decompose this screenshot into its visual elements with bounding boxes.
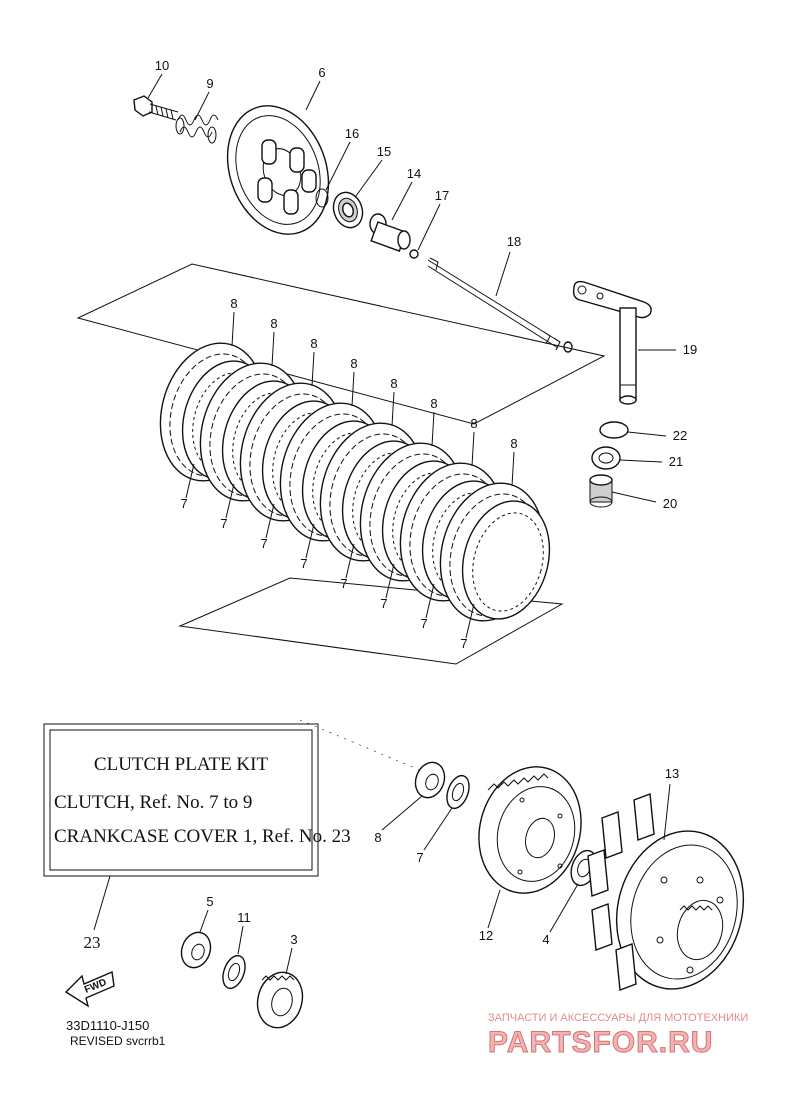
callout-5: 12 (479, 928, 493, 943)
callout-6: 6 (318, 65, 325, 80)
part-9-spring (175, 114, 219, 144)
callout-7: 7 (260, 536, 267, 551)
callout-18: 18 (507, 234, 521, 249)
callout-1: 3 (290, 932, 297, 947)
part-4-clutch-housing (587, 793, 745, 991)
callout-8: 8 (230, 296, 237, 311)
callout-8: 8 (470, 416, 477, 431)
plate-leader-lines: 8 7 8 7 8 7 8 7 8 7 8 7 8 7 8 7 (180, 296, 517, 651)
watermark: ЗАПЧАСТИ И АКСЕССУАРЫ ДЛЯ МОТОТЕХНИКИ PA… (488, 1012, 749, 1060)
part-21-oil-seal (591, 446, 621, 470)
part-19-push-lever-shaft (572, 280, 652, 405)
part-6-pressure-plate (226, 105, 330, 235)
callout-15: 15 (377, 144, 391, 159)
watermark-brand: PARTSFOR.RU (488, 1026, 713, 1059)
callout-8: 8 (430, 396, 437, 411)
callout-8: 8 (510, 436, 517, 451)
part-3-collar (180, 931, 212, 969)
clutch-plate-stack (159, 342, 551, 622)
part-18-push-rod-2 (427, 257, 573, 353)
kit-outline-upper (76, 263, 606, 425)
callout-4: 13 (665, 766, 679, 781)
part-17-ball (409, 249, 419, 259)
diagram-code: 33D1110-J150 (66, 1018, 149, 1033)
callout-7: 7 (300, 556, 307, 571)
clutch-plate-kit-box: CLUTCH PLATE KIT CLUTCH, Ref. No. 7 to 9… (43, 723, 351, 877)
callout-7: 7 (180, 496, 187, 511)
part-20-bearing (589, 474, 613, 508)
axis-line-lower (299, 719, 421, 771)
revision-note: REVISED svcrrb1 (70, 1034, 166, 1048)
part-5-clutch-boss (478, 766, 582, 894)
callout-8: 8 (310, 336, 317, 351)
part-15-bearing (332, 191, 364, 229)
callout-7: 7 (380, 596, 387, 611)
part-1-drive-gear (256, 971, 304, 1029)
part-10-bolt (133, 95, 179, 121)
callout-16: 16 (345, 126, 359, 141)
part-14-push-rod (369, 213, 411, 252)
kit-line-2: CRANKCASE COVER 1, Ref. No. 23 (54, 826, 351, 847)
part-12-lock-washer (446, 774, 470, 810)
callout-22: 22 (673, 428, 687, 443)
callout-8: 8 (350, 356, 357, 371)
callout-23: 23 (84, 933, 101, 952)
kit-outline-lower (178, 577, 564, 665)
callout-8: 8 (270, 316, 277, 331)
callout-11: 4 (542, 932, 549, 947)
callout-20: 20 (663, 496, 677, 511)
watermark-tagline: ЗАПЧАСТИ И АКСЕССУАРЫ ДЛЯ МОТОТЕХНИКИ (488, 1012, 748, 1024)
kit-title: CLUTCH PLATE KIT (94, 754, 269, 775)
part-16-circlip (315, 188, 329, 208)
callout-19: 19 (683, 342, 697, 357)
clutch-plate-7 (461, 500, 551, 620)
callout-7: 7 (340, 576, 347, 591)
callout-8: 8 (390, 376, 397, 391)
callout-10: 10 (155, 58, 169, 73)
callout-labels: 10 9 6 16 15 14 17 18 19 22 21 20 8 7 13… (84, 58, 697, 975)
callout-3: 5 (206, 894, 213, 909)
callout-7: 7 (460, 636, 467, 651)
kit-line-1: CLUTCH, Ref. No. 7 to 9 (54, 792, 252, 813)
callout-7: 7 (220, 516, 227, 531)
part-22-circlip (599, 421, 629, 439)
part-2-washer (222, 954, 246, 990)
callout-17: 17 (435, 188, 449, 203)
callout-12: 7 (416, 850, 423, 865)
callout-14: 14 (407, 166, 421, 181)
callout-2: 11 (237, 910, 251, 925)
fwd-arrow-icon: FWD (64, 970, 115, 1008)
callout-21: 21 (669, 454, 683, 469)
callout-9: 9 (206, 76, 213, 91)
callout-7: 7 (420, 616, 427, 631)
callout-13: 8 (374, 830, 381, 845)
part-13-nut (414, 761, 446, 799)
